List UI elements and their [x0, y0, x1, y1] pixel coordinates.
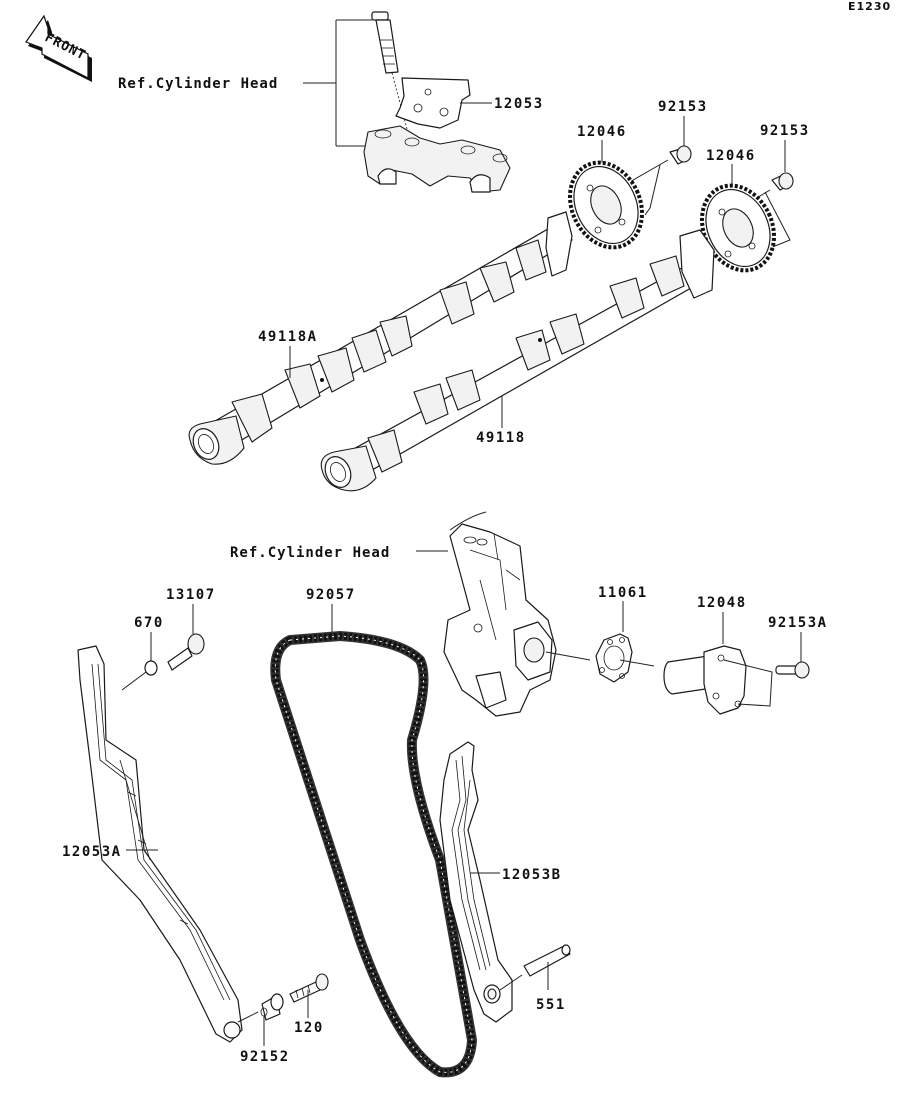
sprocket-bolt-intake	[669, 145, 692, 165]
label-92153-exhaust: 92153	[760, 123, 810, 139]
o-ring	[144, 660, 158, 676]
chain-tensioner	[663, 645, 747, 715]
guide-bolt-lower	[289, 973, 329, 1003]
cap-bolt	[371, 11, 411, 141]
ref-cylinder-head-mid: Ref.Cylinder Head	[230, 545, 390, 561]
label-13107: 13107	[166, 587, 216, 603]
camshaft-49118a	[188, 211, 573, 465]
collar	[260, 993, 284, 1021]
assembly-line-o-ring	[121, 671, 147, 691]
label-92153-intake: 92153	[658, 99, 708, 115]
label-11061: 11061	[598, 585, 648, 601]
assembly-line-bolt	[723, 659, 773, 707]
label-92057: 92057	[306, 587, 356, 603]
label-551: 551	[536, 997, 566, 1013]
label-92152: 92152	[240, 1049, 290, 1065]
label-12053: 12053	[494, 96, 544, 112]
ref-cylinder-head-top: Ref.Cylinder Head	[118, 76, 278, 92]
label-92153a: 92153A	[768, 615, 828, 631]
ref-bracket-top	[303, 19, 372, 147]
guide-bolt	[167, 633, 205, 671]
cam-sprocket-intake	[568, 160, 644, 250]
tensioner-bolt	[775, 661, 810, 679]
assembly-line-tensioner	[619, 659, 655, 667]
assembly-line-pin	[499, 974, 523, 991]
bracket-12053	[395, 77, 471, 129]
guide-pin	[523, 944, 571, 977]
leader-bolt-intake-lines	[627, 159, 669, 216]
assembly-line-collar	[237, 1011, 259, 1023]
front-arrow-icon: FRONT	[25, 14, 92, 82]
label-670: 670	[134, 615, 164, 631]
camshaft-49118	[320, 229, 715, 492]
label-12053b: 12053B	[502, 867, 562, 883]
label-12046-intake: 12046	[577, 124, 627, 140]
camshaft-cap	[363, 125, 511, 193]
chain-guide-b	[439, 741, 513, 1023]
label-12053a: 12053A	[62, 844, 122, 860]
label-12048: 12048	[697, 595, 747, 611]
label-49118a: 49118A	[258, 329, 318, 345]
chain-guide-a	[77, 645, 243, 1043]
diagram-code: E1230	[848, 0, 891, 13]
tensioner-gasket	[595, 633, 633, 683]
label-12046-exhaust: 12046	[706, 148, 756, 164]
sprocket-bolt-exhaust	[771, 172, 794, 191]
assembly-line-gasket	[545, 651, 591, 661]
label-120: 120	[294, 1020, 324, 1036]
cylinder-head-tunnel	[443, 511, 557, 717]
label-49118: 49118	[476, 430, 526, 446]
cam-chain	[270, 630, 478, 1078]
